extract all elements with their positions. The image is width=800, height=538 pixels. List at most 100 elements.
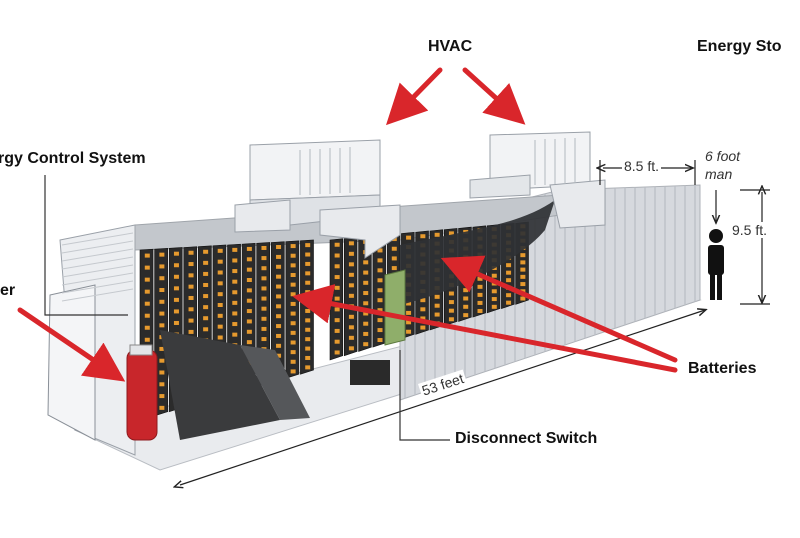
battery-cell: [506, 293, 512, 298]
battery-cell: [391, 266, 397, 271]
battery-cell: [491, 297, 497, 302]
fire-extinguisher: [126, 344, 158, 441]
battery-cell: [217, 324, 223, 329]
battery-cell: [420, 325, 426, 330]
battery-cell: [491, 289, 497, 294]
battery-cell: [144, 313, 150, 318]
battery-cell: [188, 273, 194, 278]
battery-cell: [173, 263, 179, 268]
battery-cell: [290, 244, 296, 249]
battery-cell: [276, 264, 282, 269]
battery-cell: [276, 324, 282, 329]
battery-cell: [334, 253, 340, 258]
battery-cell: [448, 231, 454, 236]
battery-cell: [173, 309, 179, 314]
height-dimension-label: 9.5 ft.: [730, 222, 770, 238]
battery-cell: [144, 277, 150, 282]
battery-cell: [305, 290, 311, 295]
battery-cell: [448, 308, 454, 313]
battery-cell: [188, 284, 194, 289]
battery-cell: [276, 304, 282, 309]
battery-cell: [377, 288, 383, 293]
battery-cell: [348, 314, 354, 319]
battery-cell: [290, 282, 296, 287]
battery-cell: [348, 272, 354, 277]
battery-cell: [173, 320, 179, 325]
battery-cell: [334, 307, 340, 312]
battery-cell: [377, 318, 383, 323]
battery-cell: [348, 241, 354, 246]
battery-cell: [246, 288, 252, 293]
battery-cell: [203, 305, 209, 310]
battery-cell: [232, 300, 238, 305]
battery-cell: [261, 306, 267, 311]
battery-cell: [348, 335, 354, 340]
width-dimension-label: 8.5 ft.: [622, 158, 662, 174]
batteries-label: Batteries: [688, 360, 757, 377]
battery-cell: [159, 311, 165, 316]
battery-cell: [305, 365, 311, 370]
batteries-arrow-1: [292, 284, 678, 373]
battery-cell: [232, 279, 238, 284]
battery-cell: [144, 265, 150, 270]
battery-cell: [334, 275, 340, 280]
battery-cell: [203, 294, 209, 299]
hvac-unit-left: [234, 139, 401, 259]
battery-cell: [520, 253, 526, 258]
battery-cell: [363, 270, 369, 275]
battery-cell: [377, 298, 383, 303]
battery-cell: [232, 322, 238, 327]
control-system-leader: [44, 175, 128, 316]
battery-cell: [159, 394, 165, 399]
battery-cell: [159, 252, 165, 257]
battery-cell: [506, 278, 512, 283]
battery-cell: [290, 253, 296, 258]
battery-cell: [144, 289, 150, 294]
battery-cell: [232, 247, 238, 252]
battery-cell: [463, 296, 469, 301]
battery-cell: [232, 258, 238, 263]
battery-cell: [377, 268, 383, 273]
battery-cell: [363, 291, 369, 296]
battery-cell: [391, 256, 397, 261]
battery-cell: [246, 298, 252, 303]
battery-cell: [232, 311, 238, 316]
battery-cell: [217, 292, 223, 297]
battery-cell: [159, 323, 165, 328]
energy-control-system-label: rgy Control System: [0, 150, 146, 167]
battery-cell: [305, 308, 311, 313]
battery-cell: [159, 264, 165, 269]
battery-cell: [173, 297, 179, 302]
battery-cell: [434, 294, 440, 299]
battery-cell: [420, 307, 426, 312]
battery-cell: [305, 346, 311, 351]
battery-cell: [144, 253, 150, 258]
battery-cell: [363, 321, 369, 326]
battery-cell: [159, 288, 165, 292]
battery-cell: [391, 246, 397, 251]
battery-cell: [232, 269, 238, 274]
battery-cell: [188, 307, 194, 312]
battery-cell: [334, 242, 340, 247]
battery-cell: [276, 245, 282, 250]
battery-cell: [203, 327, 209, 332]
hvac-arrow-right: [462, 67, 526, 125]
battery-cell: [491, 273, 497, 278]
battery-cell: [290, 369, 296, 374]
battery-cell: [261, 296, 267, 301]
battery-cell: [290, 311, 296, 316]
battery-cell: [334, 285, 340, 290]
battery-cell: [261, 326, 267, 331]
battery-cell: [232, 332, 238, 337]
battery-cell: [348, 293, 354, 298]
battery-cell: [377, 258, 383, 263]
battery-cell: [448, 317, 454, 322]
battery-cell: [261, 286, 267, 291]
battery-cell: [217, 259, 223, 264]
battery-cell: [188, 329, 194, 334]
battery-cell: [520, 296, 526, 301]
battery-cell: [420, 298, 426, 303]
battery-cell: [290, 263, 296, 268]
